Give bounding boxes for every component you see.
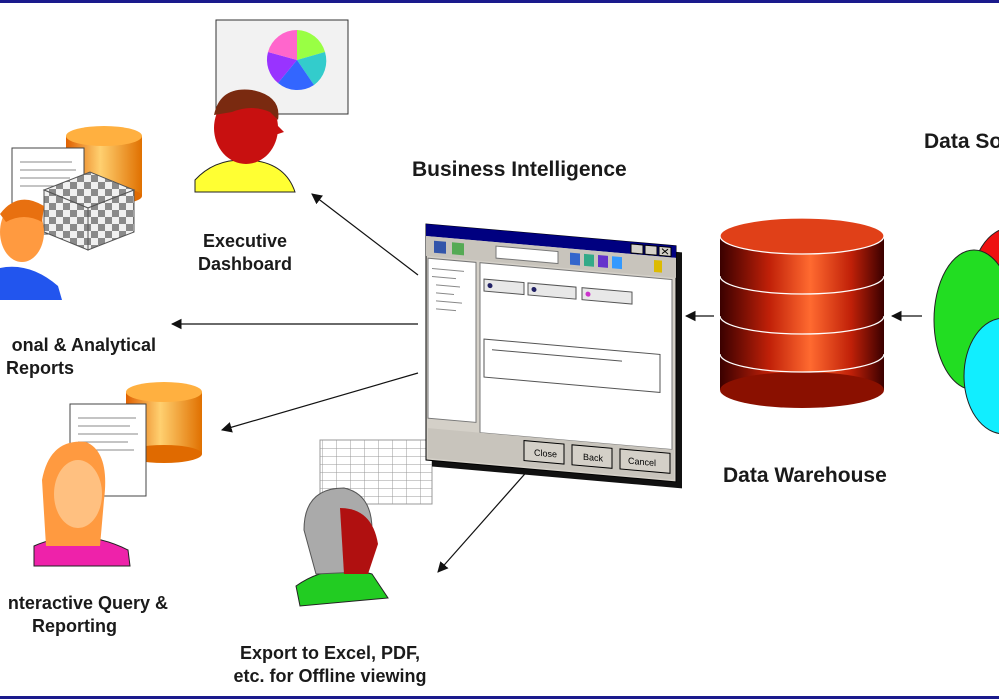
reports-label-line2: Reports (6, 358, 75, 378)
arrow-to-query (220, 372, 419, 433)
data-sources-label: Data So (924, 130, 999, 153)
panel-button-1 (483, 278, 525, 296)
pie-chart-icon (266, 29, 327, 91)
window-control-buttons (630, 243, 672, 257)
analyst-person-icon (0, 199, 62, 300)
export-person-icon (295, 487, 389, 607)
cancel-button[interactable] (619, 448, 671, 474)
data-warehouse-icon (719, 217, 885, 408)
panel-button-3 (581, 287, 633, 305)
reports-label-line1: onal & Analytical (11, 335, 156, 355)
arrow-to-executive (311, 193, 419, 276)
window-buttons-row: Close Back Cancel (523, 440, 671, 474)
executive-label-line2: Dashboard (197, 254, 293, 274)
query-label: nteractive Query & Reporting (0, 592, 168, 638)
window-titlebar (426, 224, 676, 258)
executive-person-icon (194, 89, 296, 193)
query-group (33, 382, 202, 567)
reports-group (0, 126, 142, 300)
back-button-label: Back (583, 452, 603, 464)
olap-cube-icon (42, 171, 136, 251)
executive-dashboard-label: Executive Dashboard (180, 230, 310, 276)
reports-label: onal & Analytical Reports (0, 334, 156, 380)
executive-label-line1: Executive (202, 231, 288, 251)
business-intelligence-label: Business Intelligence (412, 158, 627, 181)
query-cylinder-icon (126, 382, 202, 463)
data-sources-icon (933, 229, 999, 435)
cancel-button-label: Cancel (628, 456, 656, 468)
source-cyan (963, 317, 999, 435)
close-button[interactable] (523, 440, 565, 465)
export-group (295, 439, 433, 607)
window-toolbar (426, 236, 676, 278)
query-label-line2: Reporting (32, 616, 117, 636)
window-left-panel (427, 257, 477, 423)
back-button[interactable] (571, 444, 613, 469)
panel-button-2 (527, 282, 577, 300)
close-button-label: Close (534, 447, 557, 459)
executive-dashboard-group (194, 19, 349, 193)
data-warehouse-label: Data Warehouse (723, 464, 887, 487)
export-label: Export to Excel, PDF, etc. for Offline v… (216, 642, 444, 688)
left-panel-tree-lines (432, 268, 464, 312)
export-label-line1: Export to Excel, PDF, (239, 643, 421, 663)
export-label-line2: etc. for Offline viewing (233, 666, 427, 686)
query-label-line1: nteractive Query & (7, 593, 168, 613)
bi-application-window: Close Back Cancel (425, 223, 682, 489)
query-person-icon (33, 441, 131, 567)
